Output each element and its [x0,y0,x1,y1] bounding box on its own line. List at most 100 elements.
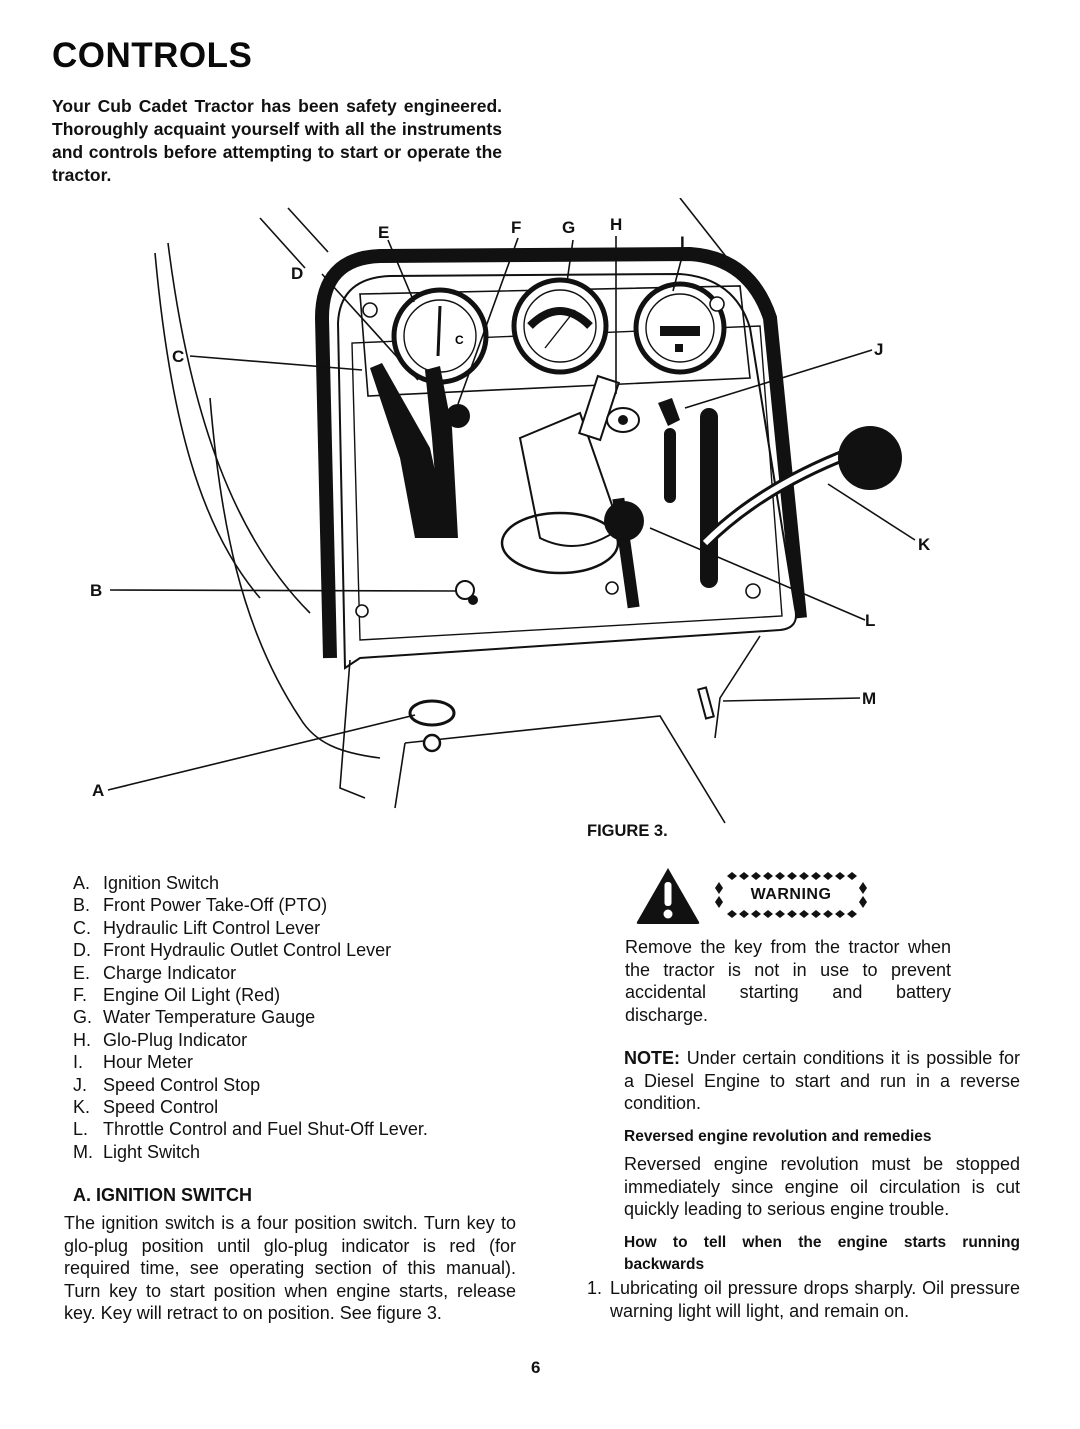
warning-label: WARNING [750,886,832,903]
legend-key: H. [73,1029,91,1050]
warning-badge: WARNING [713,870,869,920]
warning-triangle-icon [636,868,700,924]
legend-key: L. [73,1119,89,1140]
body-line [339,659,366,799]
legend-item: H.Glo-Plug Indicator [73,1029,428,1051]
how-to-tell-steps: 1. Lubricating oil pressure drops sharply… [578,1277,1020,1322]
gauge-strip [359,285,751,397]
step-text: Lubricating oil pressure drops sharply. … [610,1278,1020,1321]
ignition-switch [408,699,456,727]
hydraulic-outlet-lever [425,366,458,538]
body-line [394,742,406,809]
hood-line [259,217,306,269]
legend-label: Throttle Control and Fuel Shut-Off Lever… [103,1119,428,1140]
callout-line-i [672,252,684,292]
callout-line-m [722,697,861,702]
speed-control-stop [658,398,680,426]
callout-line-j [684,349,873,409]
legend-key: F. [73,985,88,1006]
legend-key: A. [73,873,91,893]
note-paragraph: NOTE: Under certain conditions it is pos… [624,1047,1020,1115]
body-line [714,635,761,739]
reversed-body: Reversed engine revolution must be stopp… [624,1154,1020,1219]
legend-key: I. [73,1052,84,1073]
legend-label: Speed Control [103,1097,219,1118]
screw-icon [745,583,761,599]
legend-item: B.Front Power Take-Off (PTO) [73,894,428,916]
legend-item: C. Hydraulic Lift Control Lever [73,917,428,939]
legend-key: E. [73,962,91,983]
ignition-key-ring [422,733,442,753]
legend-item: F. Engine Oil Light (Red) [73,984,428,1006]
legend-item: G. Water Temperature Gauge [73,1006,428,1028]
callout-line-a [107,714,416,791]
step-item: 1. Lubricating oil pressure drops sharply… [578,1277,1020,1322]
fender-line [209,397,381,759]
speed-control-knob [838,426,902,490]
screw-icon [709,296,725,312]
callout-line-f [457,237,519,405]
legend-key: G. [73,1007,93,1028]
callout-line-c [189,355,363,371]
screw-icon [605,581,619,595]
callout-f: F [511,218,521,237]
callout-line-l [649,527,866,621]
control-panel-illustration: C [90,197,931,824]
legend-key: D. [73,940,91,961]
legend-key: J. [73,1074,88,1095]
steering-column-base [500,511,620,575]
figure-caption: FIGURE 3. [587,822,668,840]
legend-key: B. [73,895,91,916]
legend-key: C. [73,917,91,938]
controls-legend: A. Ignition Switch B.Front Power Take-Off… [73,872,428,1163]
fender-line [154,252,261,599]
ignition-section-body: The ignition switch is a four position s… [64,1213,516,1323]
callout-c: C [172,347,184,366]
throttle-knob [604,501,644,541]
legend-item: M.Light Switch [73,1141,428,1163]
intro-paragraph: Your Cub Cadet Tractor has been safety e… [52,96,502,185]
charge-indicator-gauge: C [391,287,489,385]
legend-label: Front Hydraulic Outlet Control Lever [103,940,392,961]
console-inset [351,325,783,641]
warning-callout: WARNING Remove the key from the tractor … [625,864,955,1026]
callout-line-k [827,483,916,541]
control-panel-figure: C [60,197,1020,838]
how-to-tell-heading: How to tell when the engine starts runni… [624,1234,1020,1273]
callout-h: H [610,215,622,234]
callout-line-g [566,239,574,283]
note-text: Under certain conditions it is possible … [624,1048,1020,1113]
legend-label: Engine Oil Light (Red) [103,985,281,1006]
callout-k: K [918,535,931,554]
note-label: NOTE: [624,1048,680,1068]
page-title: CONTROLS [52,36,253,75]
hydraulic-lift-lever [370,363,450,538]
callout-g: G [562,218,575,237]
legend-label: Hydraulic Lift Control Lever [103,917,321,938]
legend-label: Speed Control Stop [103,1074,261,1095]
legend-item: E. Charge Indicator [73,962,428,984]
screw-icon [355,604,369,618]
steering-shaft [578,374,620,442]
legend-item: L. Throttle Control and Fuel Shut-Off Lev… [73,1118,428,1140]
legend-label: Water Temperature Gauge [103,1007,316,1028]
callout-b: B [90,581,102,600]
step-number: 1. [586,1278,602,1298]
engine-oil-light [446,404,470,428]
svg-text:C: C [455,333,464,347]
callout-line-d [321,273,419,381]
ignition-section-heading: A. IGNITION SWITCH [73,1185,252,1205]
callout-m: M [862,689,876,708]
legend-item: A. Ignition Switch [73,872,428,894]
legend-key: K. [73,1097,91,1118]
callout-j: J [874,340,883,359]
legend-label: Ignition Switch [103,873,220,893]
speed-control-slot [700,408,718,588]
light-switch [697,686,715,720]
callout-d: D [291,264,303,283]
legend-item: D. Front Hydraulic Outlet Control Lever [73,939,428,961]
body-line [404,715,726,824]
legend-label: Charge Indicator [103,962,237,983]
legend-item: I.Hour Meter [73,1051,428,1073]
console-frame [314,246,807,659]
